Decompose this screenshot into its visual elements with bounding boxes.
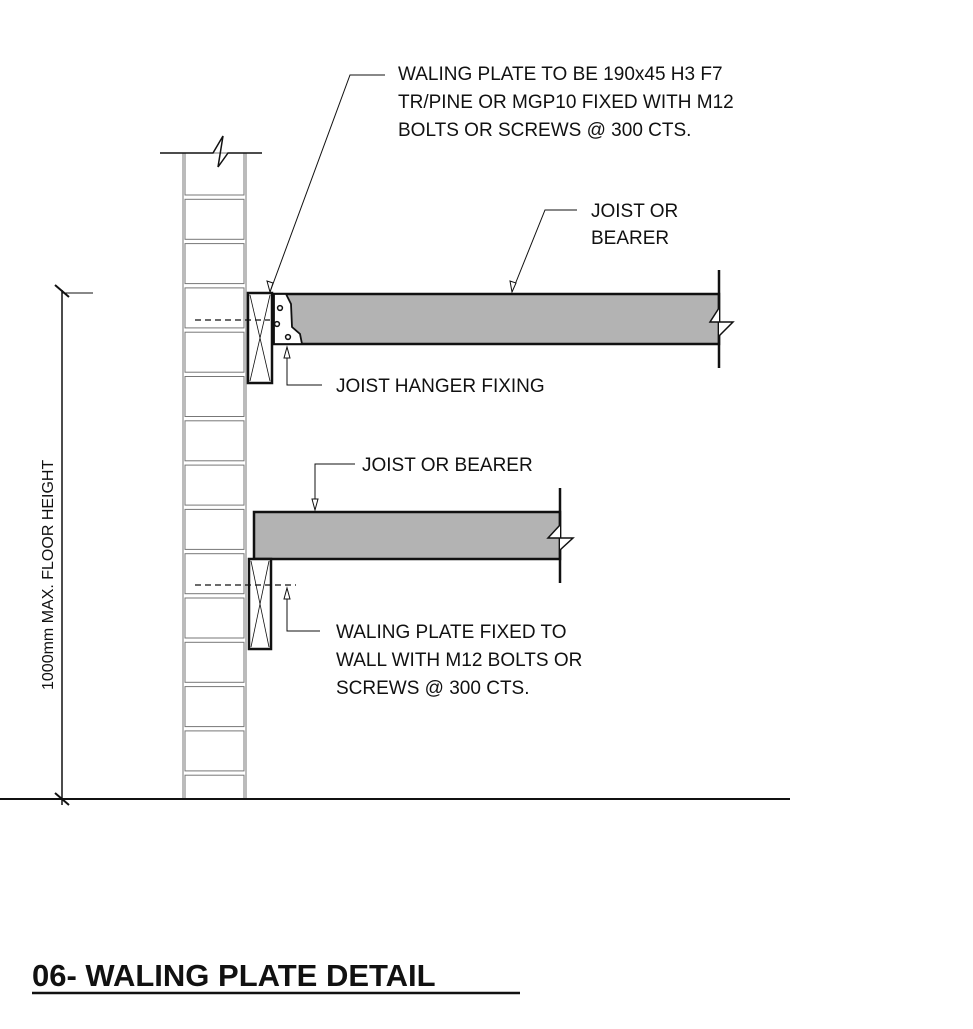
brick — [184, 508, 245, 550]
note-waling-plate-line-1: WALING PLATE TO BE 190x45 H3 F7 — [398, 64, 723, 85]
brick — [184, 420, 245, 462]
leader-lines — [266, 74, 577, 632]
brick — [184, 376, 245, 417]
brick — [184, 686, 245, 728]
note-waling-bottom-line-1: WALING PLATE FIXED TO — [336, 622, 567, 643]
wall-break-line — [160, 135, 262, 168]
note-waling-bottom-line-2: WALL WITH M12 BOLTS OR — [336, 650, 582, 671]
lower-joist — [252, 510, 562, 561]
note-waling-plate-line-2: TR/PINE OR MGP10 FIXED WITH M12 — [398, 92, 734, 113]
brick — [184, 464, 245, 506]
brick — [184, 198, 245, 240]
drawing-title: 06- WALING PLATE DETAIL — [32, 958, 436, 993]
upper-joist — [272, 292, 721, 346]
brick — [184, 730, 245, 772]
dimension-label: 1000mm MAX. FLOOR HEIGHT — [40, 460, 57, 690]
note-waling-plate-line-3: BOLTS OR SCREWS @ 300 CTS. — [398, 120, 691, 141]
note-waling-bottom-line-3: SCREWS @ 300 CTS. — [336, 678, 530, 699]
brick — [184, 553, 245, 595]
note-joist-top-line-2: BEARER — [591, 228, 669, 249]
note-joist-top-line-1: JOIST OR — [591, 201, 678, 222]
brick — [184, 597, 245, 639]
height-dimension — [54, 284, 93, 806]
note-joist-bottom: JOIST OR BEARER — [362, 455, 533, 476]
brick — [184, 774, 245, 800]
upper-waling-plate — [246, 291, 274, 385]
brick — [184, 331, 245, 373]
brick-wall — [182, 152, 247, 800]
joist-hanger — [273, 293, 304, 345]
note-joist-hanger: JOIST HANGER FIXING — [336, 376, 545, 397]
brick — [184, 152, 245, 196]
brick — [184, 641, 245, 683]
brick — [184, 287, 245, 329]
brick — [184, 243, 245, 285]
lower-waling-plate — [247, 557, 273, 651]
